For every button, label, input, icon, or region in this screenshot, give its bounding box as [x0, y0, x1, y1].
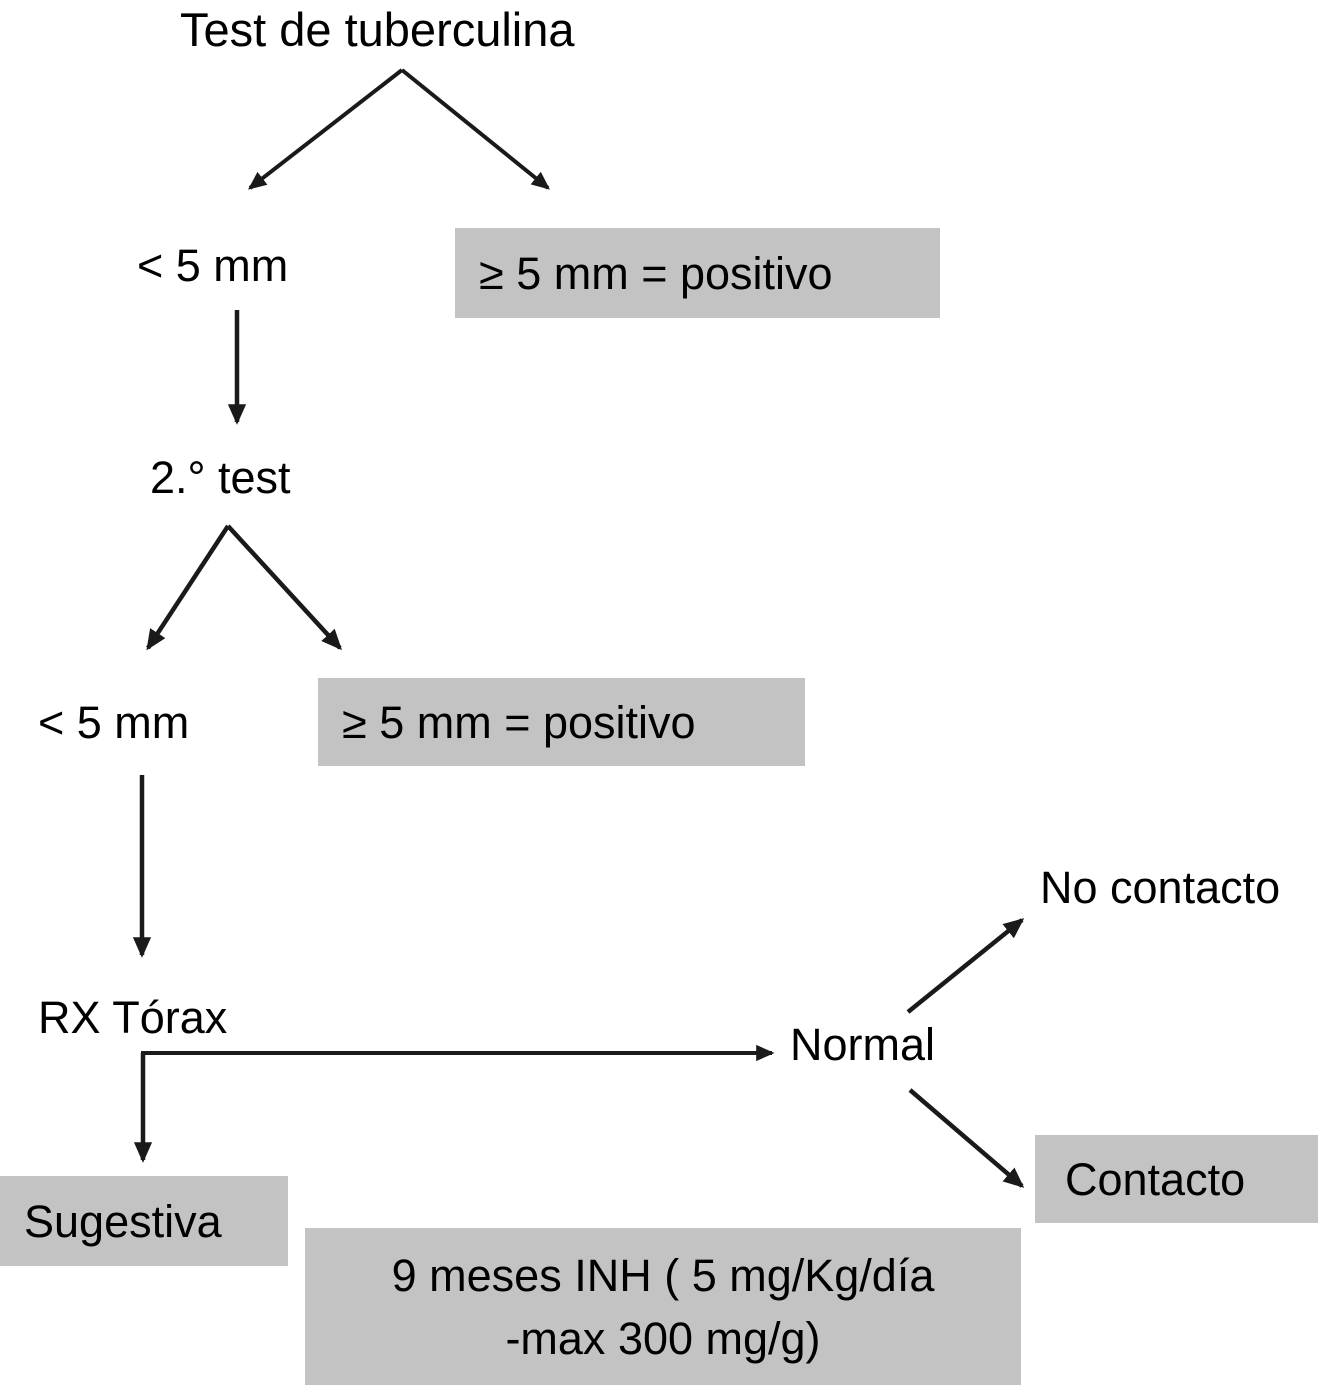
edge-title-to-positive — [400, 68, 551, 190]
node-second-test-positive: ≥ 5 mm = positivo — [318, 678, 805, 766]
node-treatment: 9 meses INH ( 5 mg/Kg/día -max 300 mg/g) — [305, 1228, 1021, 1385]
edge-title-to-lt5 — [247, 68, 404, 190]
diagram-title: Test de tuberculina — [180, 3, 575, 56]
treatment-line-1: 9 meses INH ( 5 mg/Kg/día — [391, 1249, 935, 1301]
edge-normal-to-contact — [908, 1088, 1025, 1188]
edge-second-test-to-lt5 — [146, 524, 230, 651]
edge-normal-to-no-contact — [906, 918, 1025, 1014]
node-first-test-positive: ≥ 5 mm = positivo — [455, 228, 940, 318]
node-first-test-negative: < 5 mm — [137, 240, 289, 291]
node-no-contact: No contacto — [1040, 862, 1281, 913]
node-chest-xray: RX Tórax — [38, 992, 228, 1043]
treatment-line-2: -max 300 mg/g) — [505, 1312, 821, 1364]
node-second-test: 2.° test — [150, 452, 291, 503]
edge-second-test-to-positive — [226, 524, 342, 651]
node-second-test-negative: < 5 mm — [38, 697, 190, 748]
node-contact: Contacto — [1035, 1135, 1318, 1223]
node-suggestive: Sugestiva — [0, 1176, 288, 1266]
node-xray-normal: Normal — [790, 1019, 936, 1070]
